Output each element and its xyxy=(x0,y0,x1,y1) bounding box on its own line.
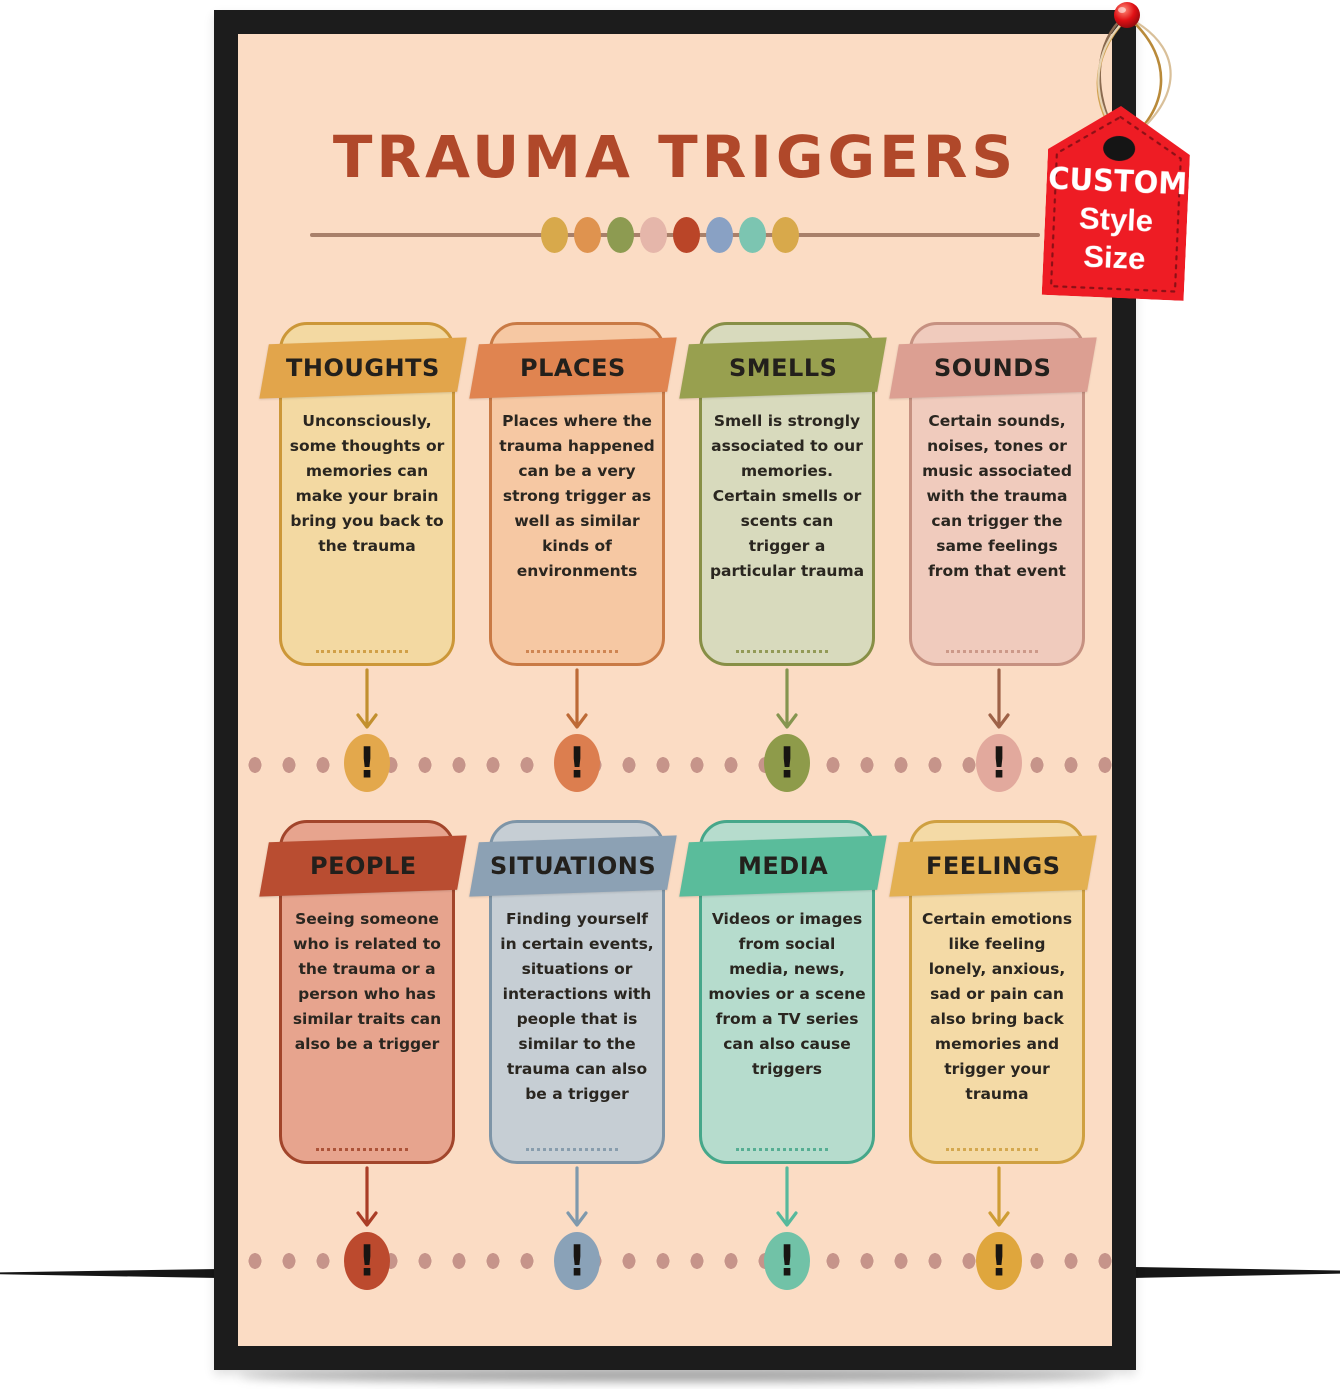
divider-bead xyxy=(673,217,700,253)
flow-thoughts: ! xyxy=(344,668,390,792)
exclamation-icon: ! xyxy=(778,1236,796,1286)
card-situations: SITUATIONS Finding yourself in certain e… xyxy=(469,820,677,1164)
card-description: Unconsciously, some thoughts or memories… xyxy=(289,412,445,555)
card-sounds: SOUNDS Certain sounds, noises, tones or … xyxy=(889,322,1097,666)
poster-title: TRAUMA TRIGGERS xyxy=(332,123,1018,191)
card-banner: PLACES xyxy=(469,337,677,399)
card-dotted-line xyxy=(316,1148,408,1151)
card-description: Certain emotions like feeling lonely, an… xyxy=(921,910,1073,1103)
frame-shadow xyxy=(240,1370,1112,1382)
exclamation-badge: ! xyxy=(764,734,810,792)
exclamation-icon: ! xyxy=(990,738,1008,788)
flow-media: ! xyxy=(764,1166,810,1290)
divider-bead xyxy=(541,217,568,253)
exclamation-icon: ! xyxy=(568,1236,586,1286)
divider-bead xyxy=(706,217,733,253)
divider-bead xyxy=(772,217,799,253)
exclamation-badge: ! xyxy=(554,734,600,792)
card-dotted-line xyxy=(946,1148,1038,1151)
dots-row xyxy=(238,1252,1112,1270)
card-description: Seeing someone who is related to the tra… xyxy=(292,910,442,1053)
card-banner: THOUGHTS xyxy=(259,337,467,399)
card-banner: SOUNDS xyxy=(889,337,1097,399)
card-description: Finding yourself in certain events, situ… xyxy=(500,910,654,1103)
card-dotted-line xyxy=(526,650,618,653)
flow-situations: ! xyxy=(554,1166,600,1290)
card-description: Places where the trauma happened can be … xyxy=(499,412,655,580)
poster-frame: TRAUMA TRIGGERS THOUGHTS Unconsciously, … xyxy=(214,10,1136,1370)
card-label: SITUATIONS xyxy=(489,852,657,880)
card-media: MEDIA Videos or images from social media… xyxy=(679,820,887,1164)
flow-smells: ! xyxy=(764,668,810,792)
card-label: THOUGHTS xyxy=(286,354,440,383)
arrow-down-icon xyxy=(356,668,378,729)
exclamation-icon: ! xyxy=(990,1236,1008,1286)
exclamation-badge: ! xyxy=(344,734,390,792)
flow-places: ! xyxy=(554,668,600,792)
card-places: PLACES Places where the trauma happened … xyxy=(469,322,677,666)
divider-bead xyxy=(574,217,601,253)
divider-bead xyxy=(607,217,634,253)
card-dotted-line xyxy=(526,1148,618,1151)
card-smells: SMELLS Smell is strongly associated to o… xyxy=(679,322,887,666)
table-edge-right xyxy=(1133,1267,1340,1278)
divider-bead xyxy=(739,217,766,253)
arrow-down-icon xyxy=(566,1166,588,1227)
divider-beads xyxy=(541,217,809,253)
card-description: Certain sounds, noises, tones or music a… xyxy=(922,412,1072,580)
card-label: SOUNDS xyxy=(934,354,1052,382)
card-dotted-line xyxy=(946,650,1038,653)
exclamation-badge: ! xyxy=(344,1232,390,1290)
arrow-down-icon xyxy=(988,1166,1010,1227)
card-banner: SMELLS xyxy=(679,337,887,399)
card-dotted-line xyxy=(736,1148,828,1151)
poster: TRAUMA TRIGGERS THOUGHTS Unconsciously, … xyxy=(238,34,1112,1346)
exclamation-badge: ! xyxy=(976,734,1022,792)
card-feelings: FEELINGS Certain emotions like feeling l… xyxy=(889,820,1097,1164)
exclamation-icon: ! xyxy=(358,1236,376,1286)
arrow-down-icon xyxy=(356,1166,378,1227)
flow-feelings: ! xyxy=(976,1166,1022,1290)
card-banner: MEDIA xyxy=(679,835,887,897)
exclamation-badge: ! xyxy=(554,1232,600,1290)
exclamation-badge: ! xyxy=(976,1232,1022,1290)
card-label: FEELINGS xyxy=(925,852,1061,881)
arrow-down-icon xyxy=(566,668,588,729)
flow-sounds: ! xyxy=(976,668,1022,792)
arrow-down-icon xyxy=(776,668,798,729)
exclamation-icon: ! xyxy=(778,738,796,788)
card-label: SMELLS xyxy=(728,354,838,382)
exclamation-icon: ! xyxy=(568,738,586,788)
card-description: Smell is strongly associated to our memo… xyxy=(709,412,865,580)
divider-bead xyxy=(640,217,667,253)
card-label: MEDIA xyxy=(737,852,829,881)
card-people: PEOPLE Seeing someone who is related to … xyxy=(259,820,467,1164)
card-banner: FEELINGS xyxy=(889,835,1097,897)
dots-row xyxy=(238,756,1112,774)
card-label: PEOPLE xyxy=(309,852,417,881)
card-thoughts: THOUGHTS Unconsciously, some thoughts or… xyxy=(259,322,467,666)
card-dotted-line xyxy=(736,650,828,653)
card-label: PLACES xyxy=(520,354,626,382)
arrow-down-icon xyxy=(988,668,1010,729)
card-description: Videos or images from social media, news… xyxy=(708,910,866,1078)
card-dotted-line xyxy=(316,650,408,653)
exclamation-badge: ! xyxy=(764,1232,810,1290)
card-banner: SITUATIONS xyxy=(469,835,677,897)
table-edge-left xyxy=(0,1269,218,1278)
card-banner: PEOPLE xyxy=(259,835,467,897)
arrow-down-icon xyxy=(776,1166,798,1227)
flow-people: ! xyxy=(344,1166,390,1290)
exclamation-icon: ! xyxy=(358,738,376,788)
